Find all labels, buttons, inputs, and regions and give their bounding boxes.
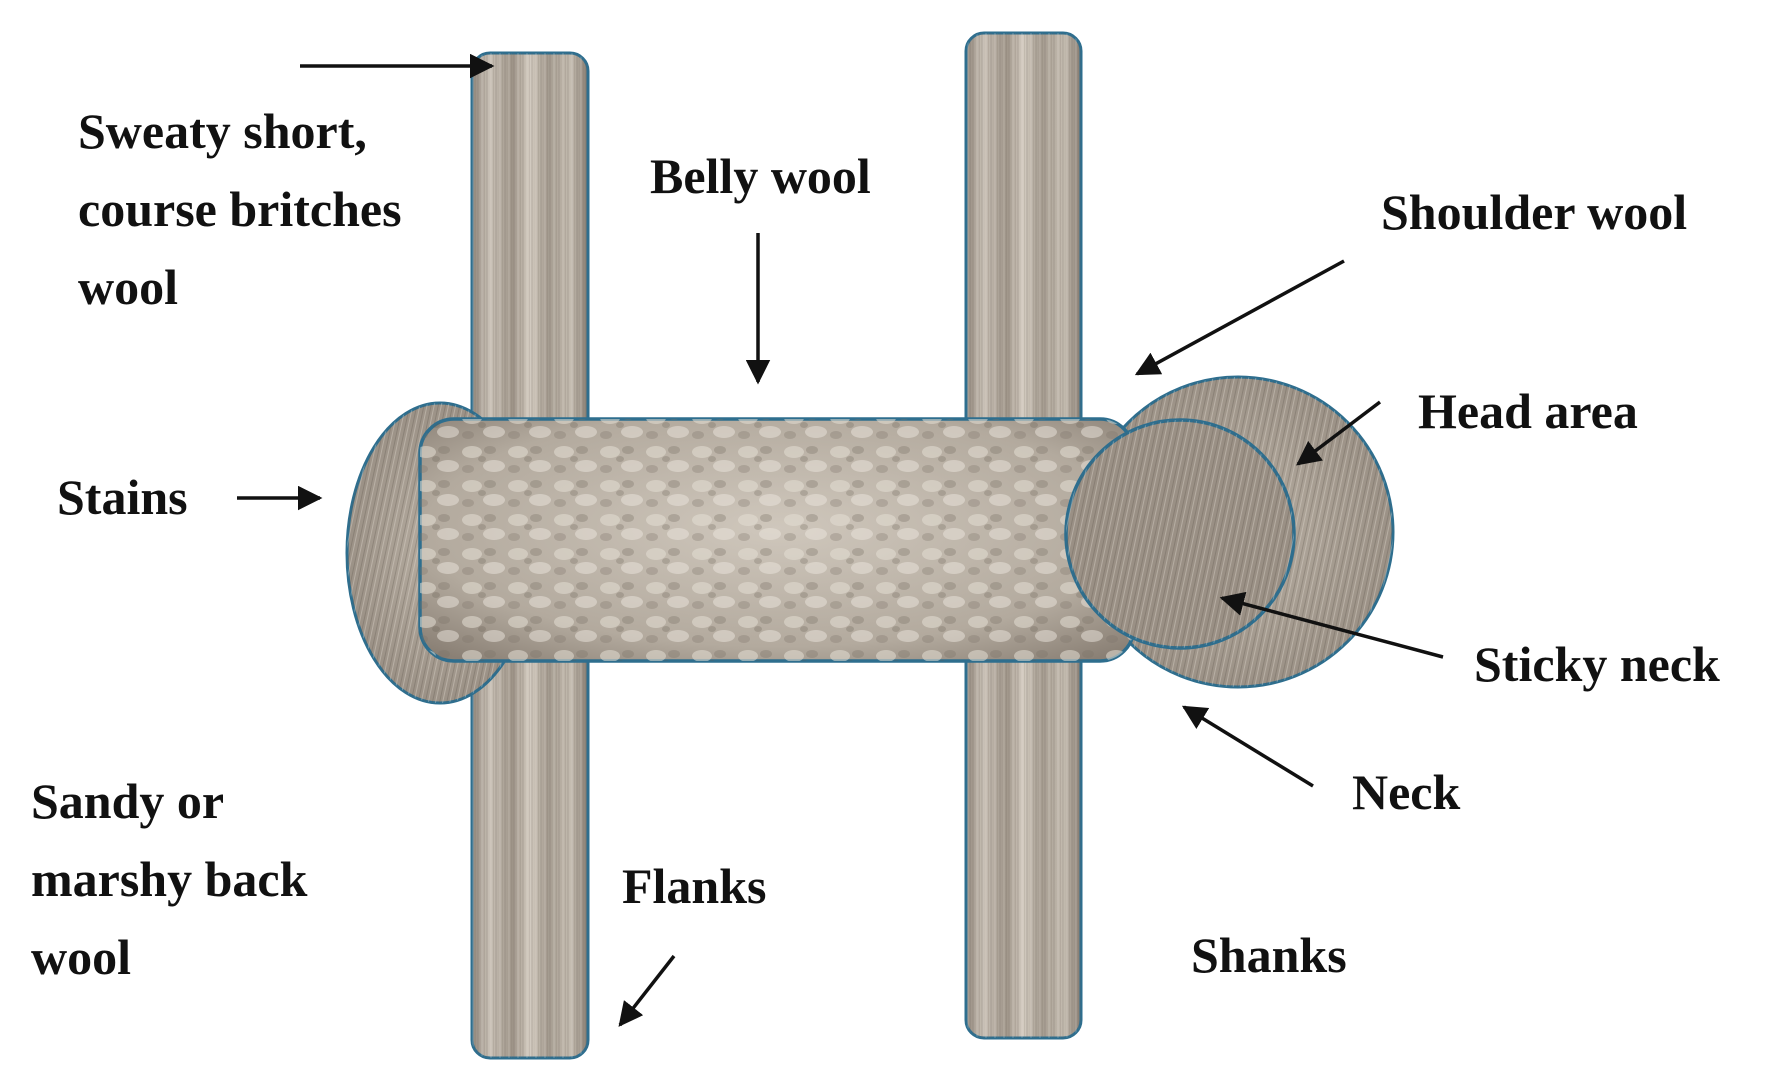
arrow-neck	[1181, 705, 1314, 788]
label-belly-wool: Belly wool	[650, 148, 871, 204]
label-sweaty-britches: Sweaty short, course britches wool	[78, 103, 414, 315]
label-stains: Stains	[57, 469, 188, 525]
label-head-area: Head area	[1418, 383, 1638, 439]
arrow-head-area	[1296, 400, 1382, 466]
arrow-flanks	[618, 954, 676, 1027]
label-neck: Neck	[1352, 764, 1460, 820]
neck-region	[1064, 418, 1296, 650]
label-shoulder-wool: Shoulder wool	[1381, 184, 1687, 240]
arrow-sticky-neck	[1219, 591, 1444, 659]
label-flanks: Flanks	[622, 858, 767, 914]
label-shanks: Shanks	[1191, 927, 1347, 983]
label-sandy-back: Sandy or marshy back wool	[31, 773, 320, 985]
label-sticky-neck: Sticky neck	[1474, 636, 1720, 692]
arrow-shoulder	[1134, 259, 1345, 376]
body-belly-region	[418, 417, 1136, 663]
